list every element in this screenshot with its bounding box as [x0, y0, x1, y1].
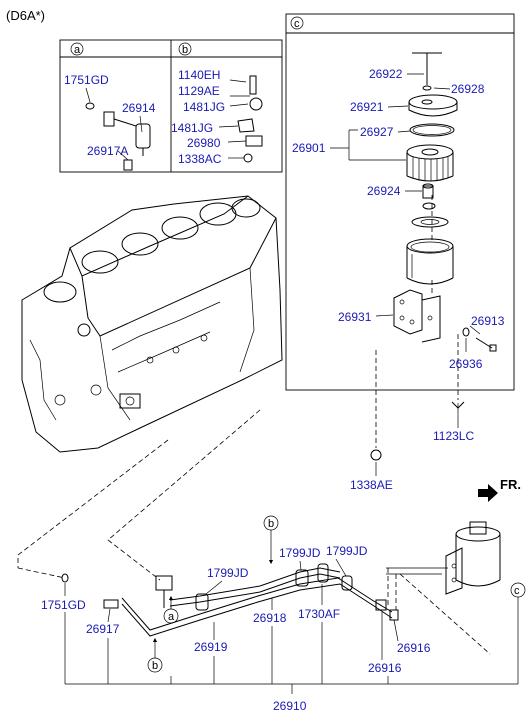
part-label-26918: 26918 [253, 611, 287, 625]
part-label-1730af: 1730AF [298, 607, 340, 621]
bolt-icon [451, 401, 465, 409]
filter-canister-icon [406, 238, 454, 285]
fitting-icon [103, 111, 115, 127]
part-label-26922: 26922 [369, 67, 403, 81]
bracket-clip-icon [237, 118, 255, 133]
banjo-fitting-icon [375, 599, 387, 611]
filter-bracket-icon [393, 289, 441, 343]
detail-box-a-b: a b 1751GD 26914 26917A 1140EH 1129AE 14… [59, 39, 283, 173]
part-label-1481jg-1: 1481JG [183, 100, 225, 114]
part-label-1799jd-1: 1799JD [207, 566, 249, 580]
washer-icon [85, 102, 95, 110]
part-label-26921: 26921 [350, 100, 384, 114]
clip-icon [249, 97, 263, 111]
bolt-icon [489, 344, 497, 352]
sensor-icon [135, 123, 151, 149]
svg-text:a: a [168, 611, 175, 623]
hose-clamp-icon [341, 575, 353, 591]
filter-wrench-icon [412, 52, 442, 85]
hose-clamp-icon [317, 563, 329, 583]
part-label-26919: 26919 [194, 640, 228, 654]
union-fitting-icon [103, 599, 119, 609]
part-label-26916-2: 26916 [368, 661, 402, 675]
filter-assembly-thumbnail [386, 521, 501, 655]
part-label-26927: 26927 [360, 125, 394, 139]
svg-text:FR.: FR. [500, 477, 521, 492]
filter-cap-icon [408, 94, 458, 117]
hose-clamp-icon [295, 569, 309, 587]
part-label-1481jg-2: 1481JG [171, 121, 213, 135]
filter-element-icon [406, 144, 454, 182]
sensor-fitting-icon [155, 575, 173, 591]
bolt-icon [249, 75, 257, 95]
part-label-1799jd-2: 1799JD [279, 546, 321, 560]
part-label-1140eh: 1140EH [178, 68, 220, 82]
hose-clamp-icon [195, 593, 209, 611]
callout-circle-b [178, 42, 192, 56]
gasket-icon [411, 216, 449, 228]
part-label-26928: 26928 [451, 82, 485, 96]
seal-icon [422, 202, 436, 210]
part-label-1751gd-a: 1751GD [64, 73, 109, 87]
plate-icon [245, 135, 263, 147]
detail-box-c: c 26922 26928 26921 26927 [285, 13, 515, 391]
part-label-1129ae: 1129AE [178, 84, 220, 98]
callout-circle-a [70, 42, 84, 56]
part-label-26916-1: 26916 [397, 641, 431, 655]
part-label-26917a: 26917A [87, 144, 128, 158]
engine-block-illustration [21, 195, 283, 453]
part-label-1799jd-3: 1799JD [326, 544, 368, 558]
svg-text:b: b [152, 660, 158, 672]
nut-icon [370, 449, 382, 461]
part-label-1338ac: 1338AC [178, 152, 222, 166]
part-label-26910: 26910 [273, 699, 307, 713]
assembly-bracket-26910 [64, 612, 519, 694]
svg-text:b: b [268, 518, 274, 530]
front-direction-indicator: FR. [478, 477, 521, 502]
part-label-26917: 26917 [86, 622, 120, 636]
filter-mount-pad [119, 393, 141, 409]
part-label-1751gd-lower: 1751GD [41, 598, 86, 612]
part-label-26924: 26924 [367, 184, 401, 198]
return-line-assembly [61, 563, 399, 637]
nut-icon [243, 153, 253, 163]
washer-icon [462, 327, 470, 337]
part-label-26913: 26913 [471, 314, 505, 328]
part-label-26914: 26914 [122, 101, 156, 115]
svg-text:c: c [294, 18, 300, 30]
washer-icon [61, 573, 69, 583]
part-label-26931: 26931 [338, 310, 372, 324]
svg-text:b: b [182, 44, 188, 56]
part-label-1123lc: 1123LC [433, 429, 474, 443]
part-label-1338ae: 1338AE [350, 478, 393, 492]
engine-code: (D6A*) [6, 8, 45, 23]
callout-circle-c [290, 16, 304, 30]
part-label-26936: 26936 [449, 357, 483, 371]
o-ring-icon [409, 123, 455, 137]
check-valve-icon [422, 183, 434, 199]
part-label-26901: 26901 [292, 141, 326, 155]
connector-icon [123, 159, 133, 171]
svg-text:c: c [514, 585, 520, 597]
part-label-26980: 26980 [187, 136, 221, 150]
svg-text:a: a [74, 44, 81, 56]
